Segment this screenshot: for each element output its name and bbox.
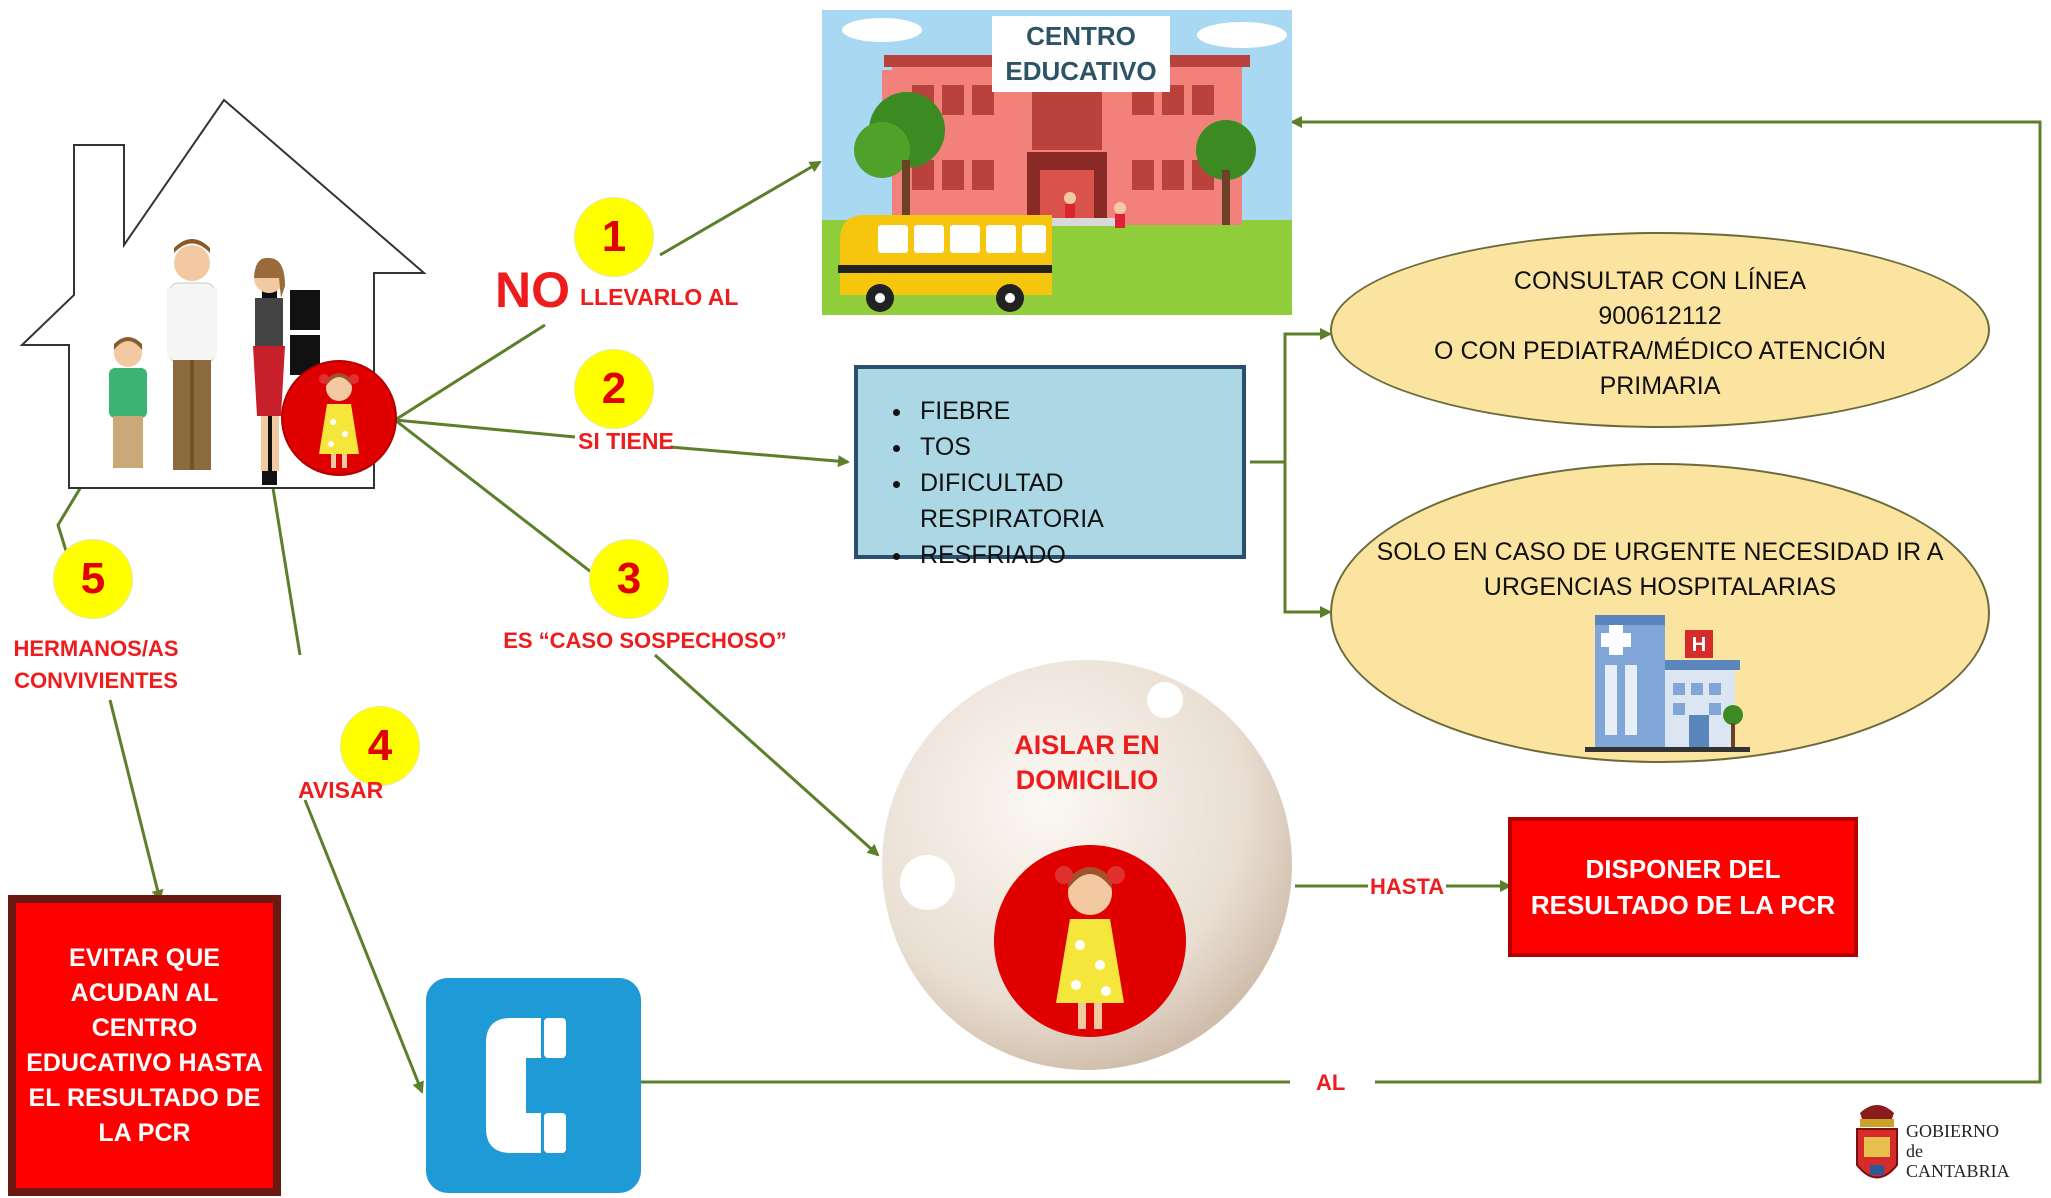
- step-5-label-line-1: HERMANOS/AS: [13, 636, 179, 661]
- siblings-box-line-5: EL RESULTADO DE: [28, 1083, 261, 1112]
- family-icon: [109, 239, 285, 471]
- isolate-line-1: AISLAR EN: [1014, 730, 1160, 760]
- urgent-ellipse: SOLO EN CASO DE URGENTE NECESIDAD IR A U…: [1330, 463, 1990, 763]
- siblings-box: EVITAR QUE ACUDAN AL CENTRO EDUCATIVO HA…: [8, 895, 281, 1196]
- symptom-item: FIEBRE: [914, 393, 1242, 429]
- symptom-item: RESFRIADO: [914, 537, 1242, 573]
- isolate-label: AISLAR EN DOMICILIO: [962, 728, 1212, 798]
- step-5-label: HERMANOS/AS CONVIVIENTES: [6, 633, 186, 697]
- arrow-to-urgent: [1283, 462, 1332, 618]
- siblings-box-line-4: EDUCATIVO HASTA: [26, 1048, 263, 1077]
- consult-line-3: O CON PEDIATRA/MÉDICO ATENCIÓN: [1434, 337, 1886, 365]
- until-label: HASTA: [1368, 874, 1447, 900]
- arrow-to-school: [394, 162, 820, 422]
- hospital-icon: H: [1585, 615, 1750, 752]
- arrow-to-symptoms: [394, 418, 848, 462]
- arrow-to-consult: [1250, 328, 1332, 464]
- step-5-label-line-2: CONVIVIENTES: [14, 668, 178, 693]
- svg-text:H: H: [1692, 634, 1706, 656]
- pcr-box-line-1: DISPONER DEL: [1585, 854, 1781, 884]
- bubble-icon: AISLAR EN DOMICILIO: [882, 660, 1292, 1070]
- arrow-to-phone: [270, 481, 422, 1092]
- consult-ellipse: CONSULTAR CON LÍNEA 900612112 O CON PEDI…: [1330, 232, 1990, 428]
- school-title-line-2: EDUCATIVO: [1005, 56, 1157, 86]
- urgent-line-2: URGENCIAS HOSPITALARIAS: [1483, 573, 1837, 601]
- step-1-no-label: NO: [495, 262, 570, 318]
- bubble-highlight: [1147, 682, 1183, 718]
- logo-text: GOBIERNO de CANTABRIA: [1906, 1121, 2010, 1181]
- siblings-box-line-6: LA PCR: [98, 1118, 191, 1147]
- step-5-badge: 5: [54, 540, 132, 618]
- symptoms-box: FIEBRE TOS DIFICULTAD RESPIRATORIA RESFR…: [854, 365, 1246, 569]
- symptom-item: DIFICULTAD RESPIRATORIA: [914, 465, 1242, 537]
- gobierno-cantabria-logo: GOBIERNO de CANTABRIA: [1852, 1095, 2047, 1195]
- to-label: AL: [1310, 1070, 1352, 1096]
- arrow-phone-to-school: [640, 122, 2042, 1084]
- step-4-label: AVISAR: [298, 777, 384, 803]
- school-title-line-1: CENTRO: [1026, 21, 1136, 51]
- bubble-highlight: [900, 855, 955, 910]
- consult-phone-number: 900612112: [1598, 302, 1722, 330]
- school-title: CENTRO EDUCATIVO: [992, 16, 1170, 92]
- logo-line-3: CANTABRIA: [1906, 1161, 2010, 1181]
- coat-of-arms-icon: [1856, 1105, 1898, 1179]
- urgent-line-1: SOLO EN CASO DE URGENTE NECESIDAD IR A: [1376, 538, 1944, 566]
- step-1-label: LLEVARLO AL: [580, 284, 739, 310]
- step-2-label: SI TIENE: [578, 428, 674, 454]
- siblings-box-line-2: ACUDAN AL: [70, 978, 219, 1007]
- step-2-badge: 2: [575, 350, 653, 428]
- siblings-box-line-1: EVITAR QUE: [69, 943, 220, 972]
- isolate-line-2: DOMICILIO: [1015, 765, 1159, 795]
- step-1-badge: 1: [575, 198, 653, 276]
- step-4-badge: 4: [341, 707, 419, 785]
- pcr-result-box: DISPONER DEL RESULTADO DE LA PCR: [1508, 817, 1858, 957]
- symptoms-list: FIEBRE TOS DIFICULTAD RESPIRATORIA RESFR…: [858, 393, 1242, 573]
- symptom-item: TOS: [914, 429, 1242, 465]
- siblings-box-line-3: CENTRO: [91, 1013, 198, 1042]
- step-3-badge: 3: [590, 540, 668, 618]
- girl-icon: [994, 845, 1186, 1037]
- school-bus-icon: [838, 215, 1052, 312]
- telephone-icon: [426, 978, 641, 1193]
- pcr-box-line-2: RESULTADO DE LA PCR: [1530, 890, 1836, 920]
- consult-line-1: CONSULTAR CON LÍNEA: [1513, 267, 1807, 295]
- consult-line-4: PRIMARIA: [1599, 372, 1721, 400]
- logo-line-1: GOBIERNO: [1906, 1121, 1999, 1141]
- logo-line-2: de: [1906, 1141, 1923, 1161]
- girl-icon: [283, 362, 395, 474]
- step-3-label: ES “CASO SOSPECHOSO”: [503, 628, 787, 653]
